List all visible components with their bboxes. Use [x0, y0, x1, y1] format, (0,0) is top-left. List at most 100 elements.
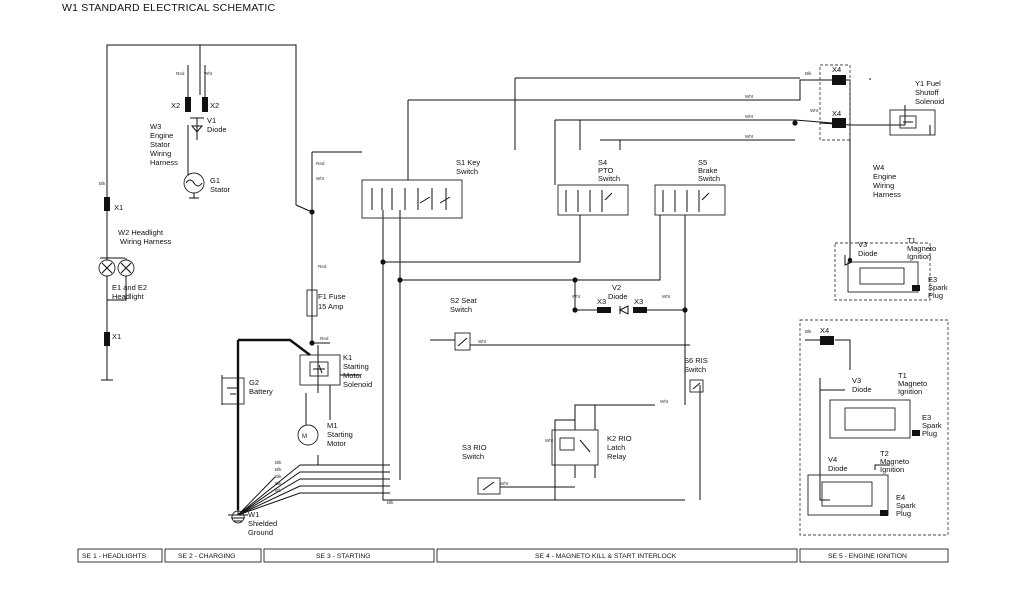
key-switch-s1-symbol: [361, 179, 463, 219]
svg-text:Ignition: Ignition: [907, 252, 931, 261]
svg-text:Wht: Wht: [545, 438, 554, 443]
svg-text:Engine: Engine: [873, 172, 896, 181]
x4-bottom-label: X4: [820, 326, 829, 335]
svg-text:Shutoff: Shutoff: [915, 88, 940, 97]
s6-label: S6 RIS Switch: [684, 356, 708, 374]
x2-connector-symbols: [185, 97, 208, 112]
w3-label: W3 Engine Stator Wiring Harness: [150, 122, 178, 167]
svg-text:M: M: [302, 434, 307, 440]
svg-text:G1: G1: [210, 176, 220, 185]
s3-label: S3 RIO Switch: [462, 443, 487, 461]
svg-text:E1 and E2: E1 and E2: [112, 283, 147, 292]
seat-switch-s2-symbol: [454, 332, 471, 351]
engine-ignition-enclosure: [799, 319, 949, 536]
v3-label: V3 Diode: [852, 376, 872, 394]
v3-top-label: V3 Diode: [858, 240, 878, 258]
svg-text:M1: M1: [327, 421, 337, 430]
svg-text:Diode: Diode: [207, 125, 227, 134]
svg-text:Solenoid: Solenoid: [915, 97, 944, 106]
section-se4: SE 4 - MAGNETO KILL & START INTERLOCK: [535, 553, 677, 560]
x4-mid-label: X4: [832, 109, 841, 118]
k2-label: K2 RIO Latch Relay: [607, 434, 632, 461]
engine-harness-top-enclosure: [819, 64, 931, 301]
svg-text:Relay: Relay: [607, 452, 626, 461]
f1-label: F1 Fuse 15 Amp: [318, 292, 346, 311]
e1e2-label: E1 and E2 Headlight: [112, 283, 147, 301]
battery-g2-symbol: [221, 377, 245, 405]
svg-text:Plug: Plug: [928, 291, 943, 300]
svg-text:Battery: Battery: [249, 387, 273, 396]
svg-text:S6 RIS: S6 RIS: [684, 356, 708, 365]
g2-label: G2 Battery: [249, 378, 273, 396]
svg-text:G2: G2: [249, 378, 259, 387]
e3-label: E3 Spark Plug: [922, 413, 942, 438]
svg-text:Switch: Switch: [456, 167, 478, 176]
brake-switch-s5-symbol: [654, 184, 726, 216]
svg-text:Blk: Blk: [275, 488, 282, 493]
svg-text:S1 Key: S1 Key: [456, 158, 480, 167]
x4-connector-symbols: [820, 75, 846, 345]
section-se5: SE 5 - ENGINE IGNITION: [828, 553, 907, 560]
v2-label: V2 Diode: [608, 283, 628, 301]
svg-text:Switch: Switch: [450, 305, 472, 314]
svg-text:Wiring: Wiring: [873, 181, 894, 190]
w4-label: W4 Engine Wiring Harness: [873, 163, 901, 199]
w1-label: W1 Shielded Ground: [248, 510, 277, 537]
svg-text:PTO: PTO: [598, 166, 613, 175]
svg-text:Blk: Blk: [275, 474, 282, 479]
fuse-f1-symbol: [306, 289, 318, 317]
svg-text:Diode: Diode: [852, 385, 872, 394]
rio-switch-s3-symbol: [477, 477, 501, 495]
x1-top-label: X1: [114, 203, 123, 212]
x1-bottom-label: X1: [112, 332, 121, 341]
svg-text:Plug: Plug: [896, 509, 911, 518]
svg-text:V3: V3: [852, 376, 861, 385]
svg-text:Blk: Blk: [275, 467, 282, 472]
w2-label: W2 Headlight Wiring Harness: [118, 228, 172, 246]
svg-text:Ignition: Ignition: [898, 387, 922, 396]
x3-right-label: X3: [634, 297, 643, 306]
y1-label: Y1 Fuel Shutoff Solenoid: [915, 79, 944, 106]
t2-label: T2 Magneto Ignition: [880, 449, 909, 474]
pto-switch-s4-symbol: [557, 184, 629, 216]
t1-top-label: T1 Magneto Ignition: [907, 236, 936, 261]
page-title: W1 STANDARD ELECTRICAL SCHEMATIC: [62, 2, 276, 14]
svg-text:V1: V1: [207, 116, 216, 125]
svg-text:Solenoid: Solenoid: [343, 380, 372, 389]
t1-label: T1 Magneto Ignition: [898, 371, 927, 396]
svg-text:S5: S5: [698, 158, 707, 167]
svg-text:Plug: Plug: [922, 429, 937, 438]
svg-text:Magneto: Magneto: [907, 244, 936, 253]
svg-text:S3 RIO: S3 RIO: [462, 443, 487, 452]
svg-text:Wht: Wht: [745, 114, 754, 119]
svg-text:S2 Seat: S2 Seat: [450, 296, 478, 305]
x1-connector-symbols: [104, 197, 110, 346]
svg-text:Blk: Blk: [275, 460, 282, 465]
diode-v2-symbol: [597, 305, 647, 315]
svg-text:K2 RIO: K2 RIO: [607, 434, 632, 443]
svg-text:Stator: Stator: [210, 185, 231, 194]
svg-text:W2 Headlight: W2 Headlight: [118, 228, 164, 237]
svg-text:Diode: Diode: [858, 249, 878, 258]
svg-text:Spark: Spark: [928, 283, 948, 292]
svg-text:Diode: Diode: [608, 292, 628, 301]
svg-text:Blk: Blk: [99, 181, 106, 186]
svg-text:Brake: Brake: [698, 166, 718, 175]
e3-top-label: E3 Spark Plug: [928, 275, 948, 300]
svg-text:Switch: Switch: [462, 452, 484, 461]
svg-text:Starting: Starting: [327, 430, 353, 439]
svg-text:Ground: Ground: [248, 528, 273, 537]
wiring: [100, 44, 931, 522]
svg-text:K1: K1: [343, 353, 352, 362]
svg-text:Harness: Harness: [150, 158, 178, 167]
svg-text:Blk: Blk: [387, 500, 394, 505]
stator-g1-symbol: [183, 172, 205, 199]
svg-text:Red: Red: [176, 71, 185, 76]
svg-text:T1: T1: [907, 236, 916, 245]
svg-text:Wht: Wht: [745, 134, 754, 139]
svg-text:Red: Red: [318, 264, 327, 269]
x2-right-label: X2: [210, 101, 219, 110]
svg-text:Harness: Harness: [873, 190, 901, 199]
s2-label: S2 Seat Switch: [450, 296, 478, 314]
